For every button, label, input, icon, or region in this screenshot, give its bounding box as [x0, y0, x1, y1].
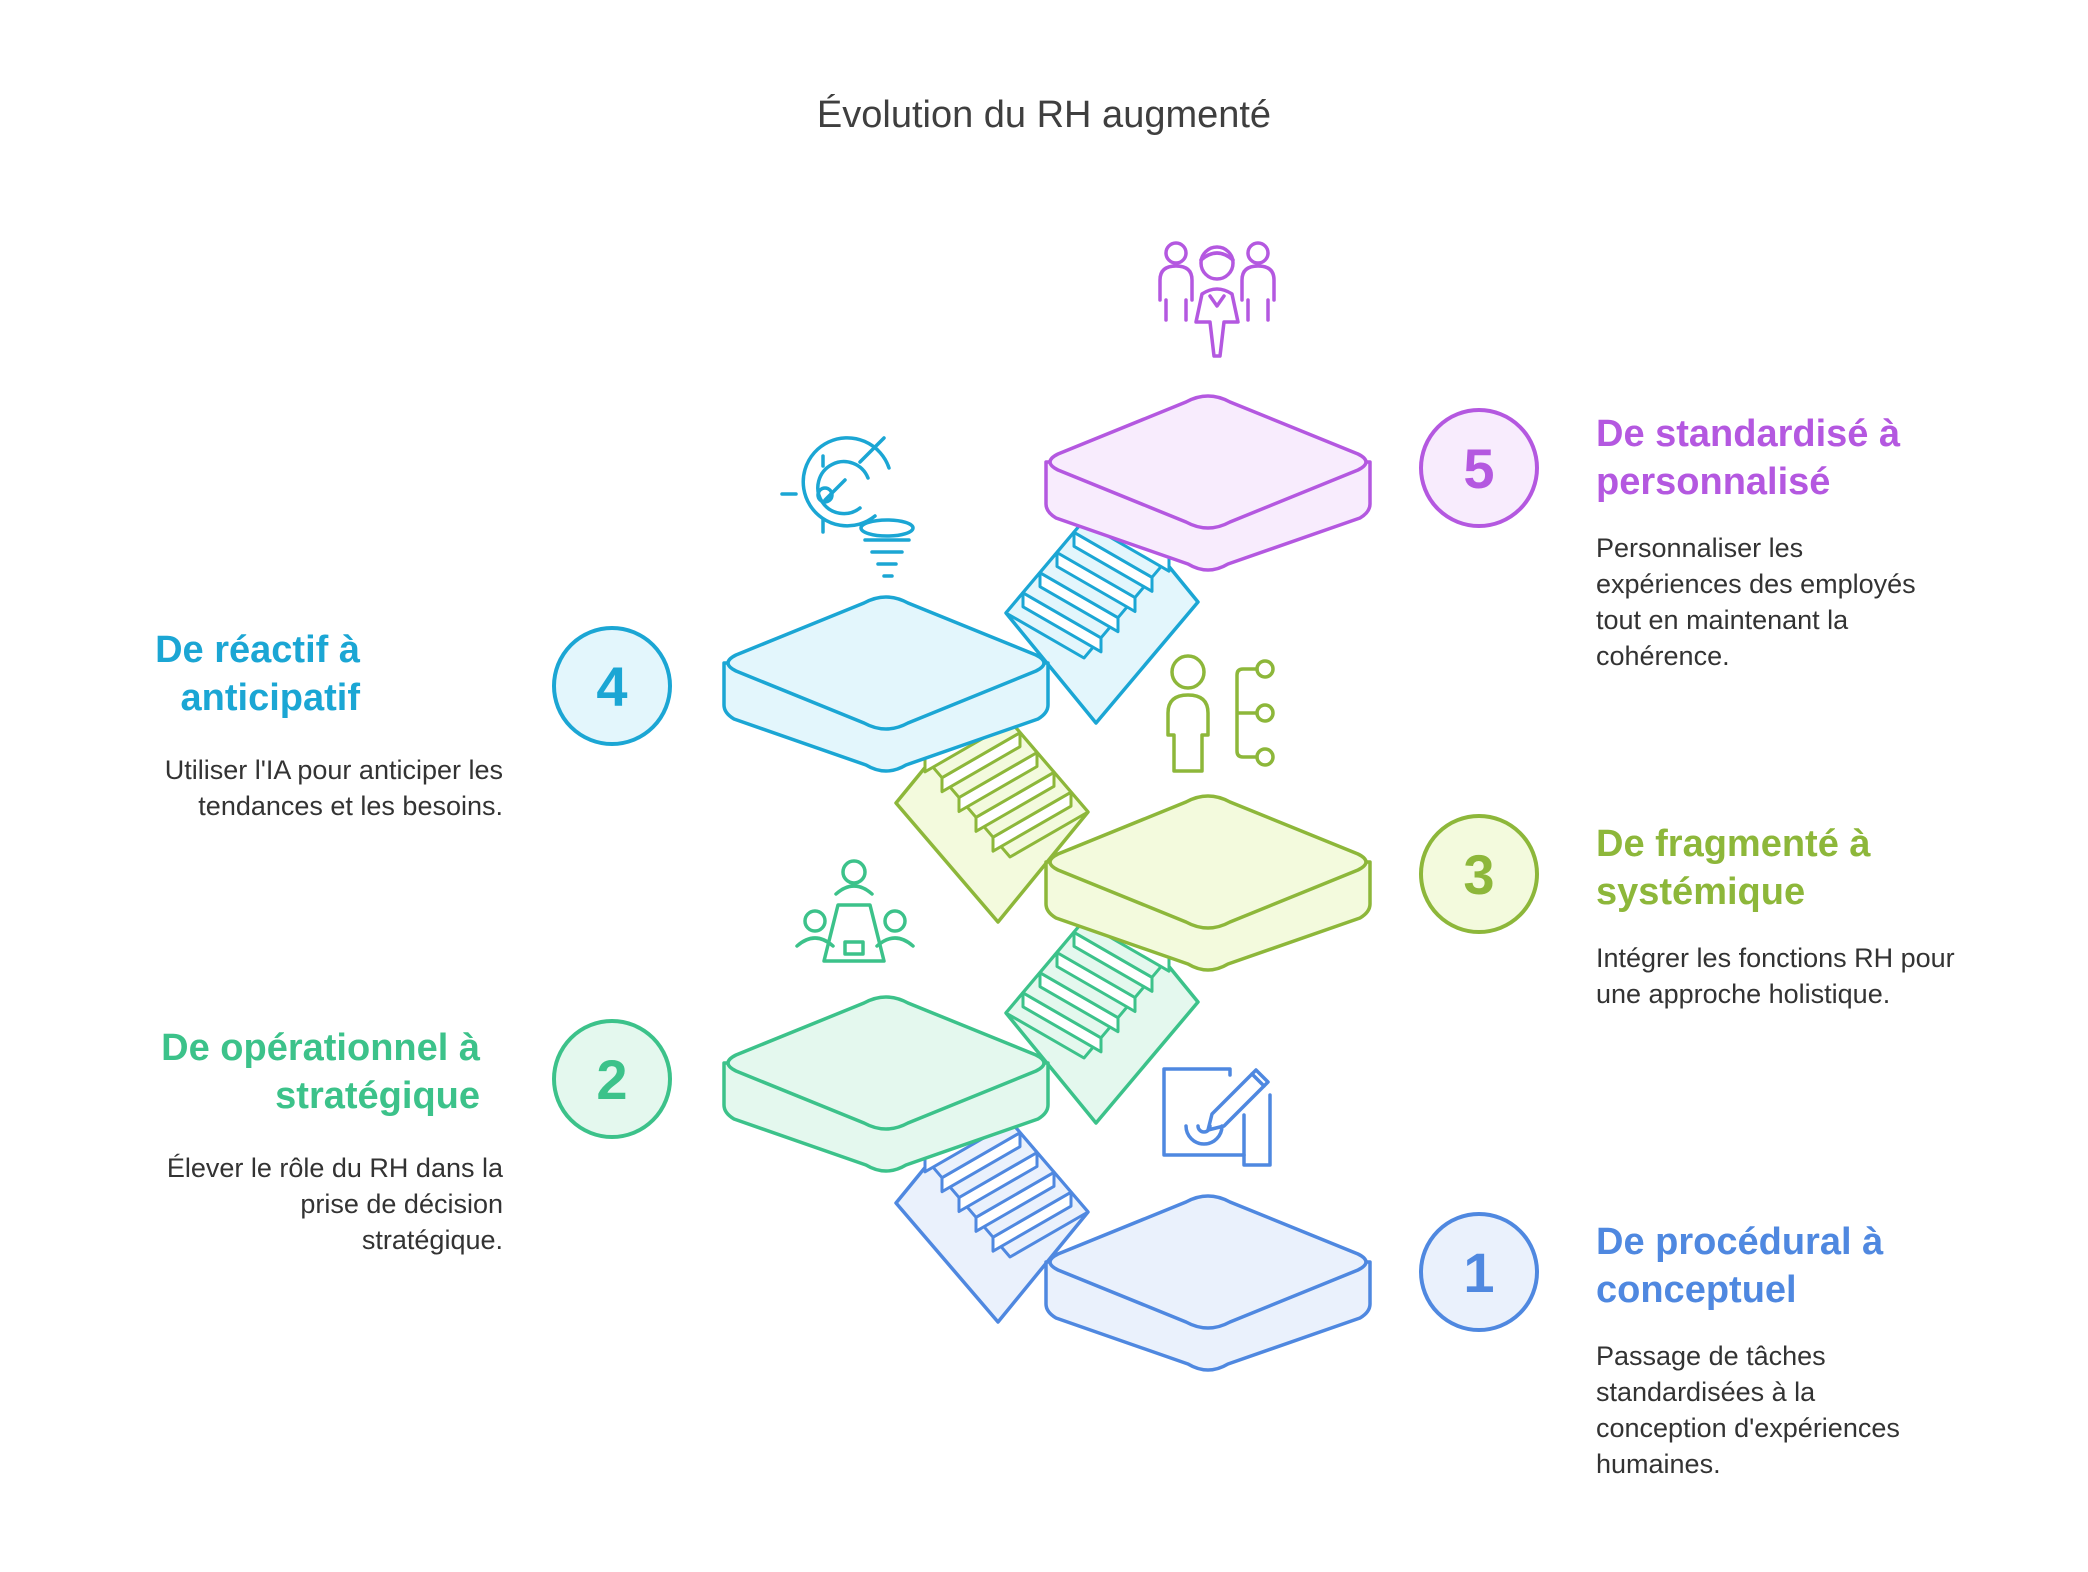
step-number-label: 3: [1463, 843, 1494, 906]
platform-4: [722, 595, 1050, 773]
platform-5: [1044, 394, 1372, 572]
stage-2-description: Élever le rôle du RH dans la prise de dé…: [166, 1153, 503, 1255]
step-number-3: 3: [1419, 814, 1539, 934]
step-number-label: 2: [596, 1048, 627, 1111]
platform-2: [722, 995, 1050, 1173]
step-number-5: 5: [1419, 408, 1539, 528]
step-number-label: 5: [1463, 437, 1494, 500]
design-pencil-icon: [1162, 1067, 1272, 1167]
stairs-1: [894, 1091, 1090, 1324]
team-meeting-icon: [795, 859, 915, 963]
step-number-1: 1: [1419, 1212, 1539, 1332]
step-number-2: 2: [552, 1019, 672, 1139]
step-number-4: 4: [552, 626, 672, 746]
step-number-label: 1: [1463, 1241, 1494, 1304]
platform-3: [1044, 794, 1372, 972]
number-circles-layer: 1 2 3 4 5: [552, 408, 1539, 1332]
stage-5-description: Personnaliser les expériences des employ…: [1596, 533, 1916, 671]
person-network-icon: [1166, 654, 1275, 773]
platforms-layer: [722, 394, 1372, 1372]
platform-1: [1044, 1194, 1372, 1372]
stage-3-description: Intégrer les fonctions RH pour une appro…: [1596, 943, 1955, 1009]
stage-4-description: Utiliser l'IA pour anticiper les tendanc…: [164, 755, 503, 821]
people-group-icon: [1158, 241, 1276, 358]
radar-tornado-icon: [780, 436, 915, 578]
page-title: Évolution du RH augmenté: [816, 94, 1272, 136]
stage-1-description: Passage de tâches standardisées à la con…: [1596, 1341, 1900, 1479]
step-number-label: 4: [596, 655, 627, 718]
